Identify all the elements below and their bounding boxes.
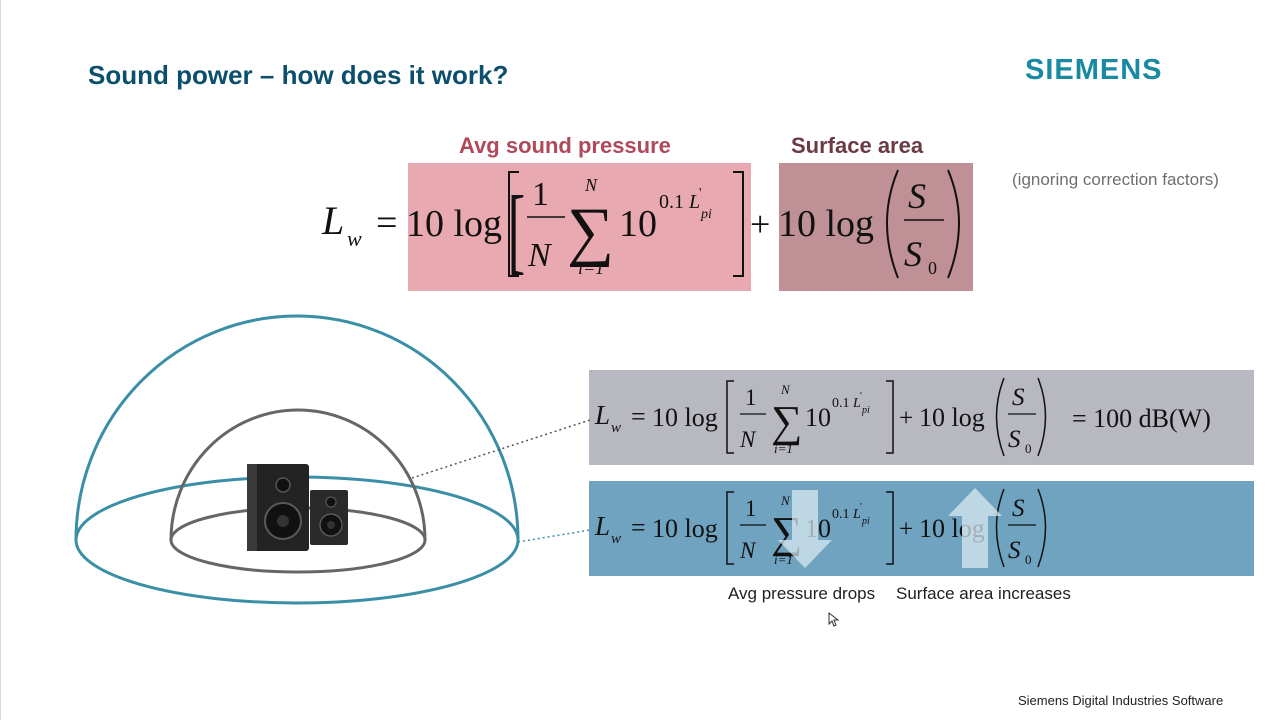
- outer-dome-connector: [517, 529, 591, 543]
- log-term-2: 10 log: [778, 203, 874, 245]
- left-paren: [886, 169, 899, 279]
- sum-upper-limit: N: [584, 175, 598, 195]
- footer-company: Siemens Digital Industries Software: [1018, 693, 1224, 708]
- gray-exponent-coefficient: 0.1: [832, 396, 850, 411]
- gray-log-term-2: 10 log: [919, 403, 985, 432]
- gray-exponent-prime: ': [860, 391, 862, 402]
- mouse-pointer-icon: [828, 612, 840, 627]
- blue-sum-lower-limit: i=1: [774, 552, 793, 567]
- siemens-logo: SIEMENS: [1025, 54, 1163, 86]
- blue-exponent-level: L: [852, 507, 861, 522]
- gray-area-denominator-subscript: 0: [1025, 441, 1032, 456]
- surface-increases-caption: Surface area increases: [896, 584, 1071, 603]
- blue-fraction-denominator: N: [739, 538, 757, 563]
- gray-plus: +: [899, 405, 913, 432]
- blue-right-bracket: [886, 491, 894, 565]
- formula-band-blue: [589, 481, 1254, 576]
- blue-log-term-1: 10 log: [652, 514, 718, 543]
- blue-area-denominator-subscript: 0: [1025, 552, 1032, 567]
- blue-exponent-subscript: pi: [861, 516, 870, 527]
- sum-lower-limit: i=1: [578, 258, 604, 278]
- gray-right-bracket: [886, 380, 894, 454]
- equals-sign: =: [376, 202, 397, 244]
- blue-lhs-subscript: w: [611, 531, 621, 547]
- exponent-level: L: [688, 191, 700, 213]
- gray-sum-symbol: ∑: [771, 397, 802, 446]
- blue-area-numerator: S: [1012, 495, 1025, 522]
- inner-dome-connector: [411, 419, 591, 479]
- area-denominator-subscript: 0: [928, 258, 937, 278]
- gray-result: = 100 dB(W): [1072, 404, 1211, 433]
- left-bracket: [: [508, 176, 526, 283]
- gray-area-numerator: S: [1012, 384, 1025, 411]
- pressure-drops-caption: Avg pressure drops: [728, 584, 876, 603]
- arrow-down-icon: [778, 490, 832, 568]
- blue-equals: =: [631, 513, 646, 542]
- gray-lhs-symbol: L: [594, 400, 610, 430]
- avg-sound-pressure-heading: Avg sound pressure: [459, 133, 671, 158]
- right-bracket: [733, 171, 744, 277]
- right-paren: [947, 169, 960, 279]
- correction-note: (ignoring correction factors): [1012, 170, 1219, 189]
- blue-right-paren: [1037, 488, 1047, 568]
- gray-sum-lower-limit: i=1: [774, 441, 793, 456]
- gray-power-base: 10: [805, 403, 831, 432]
- sum-symbol: ∑: [567, 195, 614, 268]
- blue-exponent-prime: ': [860, 502, 862, 513]
- gray-log-term-1: 10 log: [652, 403, 718, 432]
- exponent-prime: ': [699, 186, 702, 201]
- surface-area-heading: Surface area: [791, 133, 924, 158]
- gray-right-paren: [1037, 377, 1047, 457]
- fraction-numerator: 1: [532, 176, 549, 213]
- blue-fraction-numerator: 1: [745, 496, 757, 521]
- power-base: 10: [619, 203, 657, 245]
- area-denominator: S: [904, 234, 922, 274]
- gray-left-bracket: [726, 380, 734, 454]
- slide-border: [0, 0, 1, 720]
- blue-area-denominator: S: [1008, 537, 1021, 564]
- exponent-subscript: pi: [700, 207, 712, 222]
- arrow-up-icon: [948, 488, 1002, 568]
- gray-exponent-level: L: [852, 396, 861, 411]
- plus-sign: +: [750, 204, 770, 244]
- area-numerator: S: [908, 176, 926, 216]
- blue-lhs-symbol: L: [594, 511, 610, 541]
- log-term-1: 10 log: [406, 203, 502, 245]
- gray-exponent-subscript: pi: [861, 405, 870, 416]
- gray-area-denominator: S: [1008, 426, 1021, 453]
- speaker-pair-icon: [247, 464, 348, 551]
- outer-dome-arc: [74, 314, 520, 541]
- lhs-subscript: w: [347, 226, 362, 251]
- surface-area-highlight: [779, 163, 973, 291]
- blue-plus: +: [899, 516, 913, 543]
- gray-equals: =: [631, 402, 646, 431]
- avg-pressure-highlight: [408, 163, 751, 291]
- slide-title: Sound power – how does it work?: [88, 60, 509, 90]
- lhs-symbol: L: [321, 198, 344, 243]
- formula-band-gray: [589, 370, 1254, 465]
- gray-lhs-subscript: w: [611, 420, 621, 436]
- gray-left-paren: [995, 377, 1005, 457]
- blue-left-paren: [995, 488, 1005, 568]
- blue-left-bracket: [726, 491, 734, 565]
- gray-fraction-denominator: N: [739, 427, 757, 452]
- exponent-coefficient: 0.1: [659, 191, 684, 213]
- gray-sum-upper-limit: N: [780, 382, 791, 397]
- blue-exponent-coefficient: 0.1: [832, 507, 850, 522]
- inner-dome-arc: [169, 408, 427, 541]
- blue-sum-upper-limit: N: [780, 493, 791, 508]
- fraction-denominator: N: [527, 237, 553, 274]
- left-bracket-line: [508, 171, 519, 277]
- gray-fraction-numerator: 1: [745, 385, 757, 410]
